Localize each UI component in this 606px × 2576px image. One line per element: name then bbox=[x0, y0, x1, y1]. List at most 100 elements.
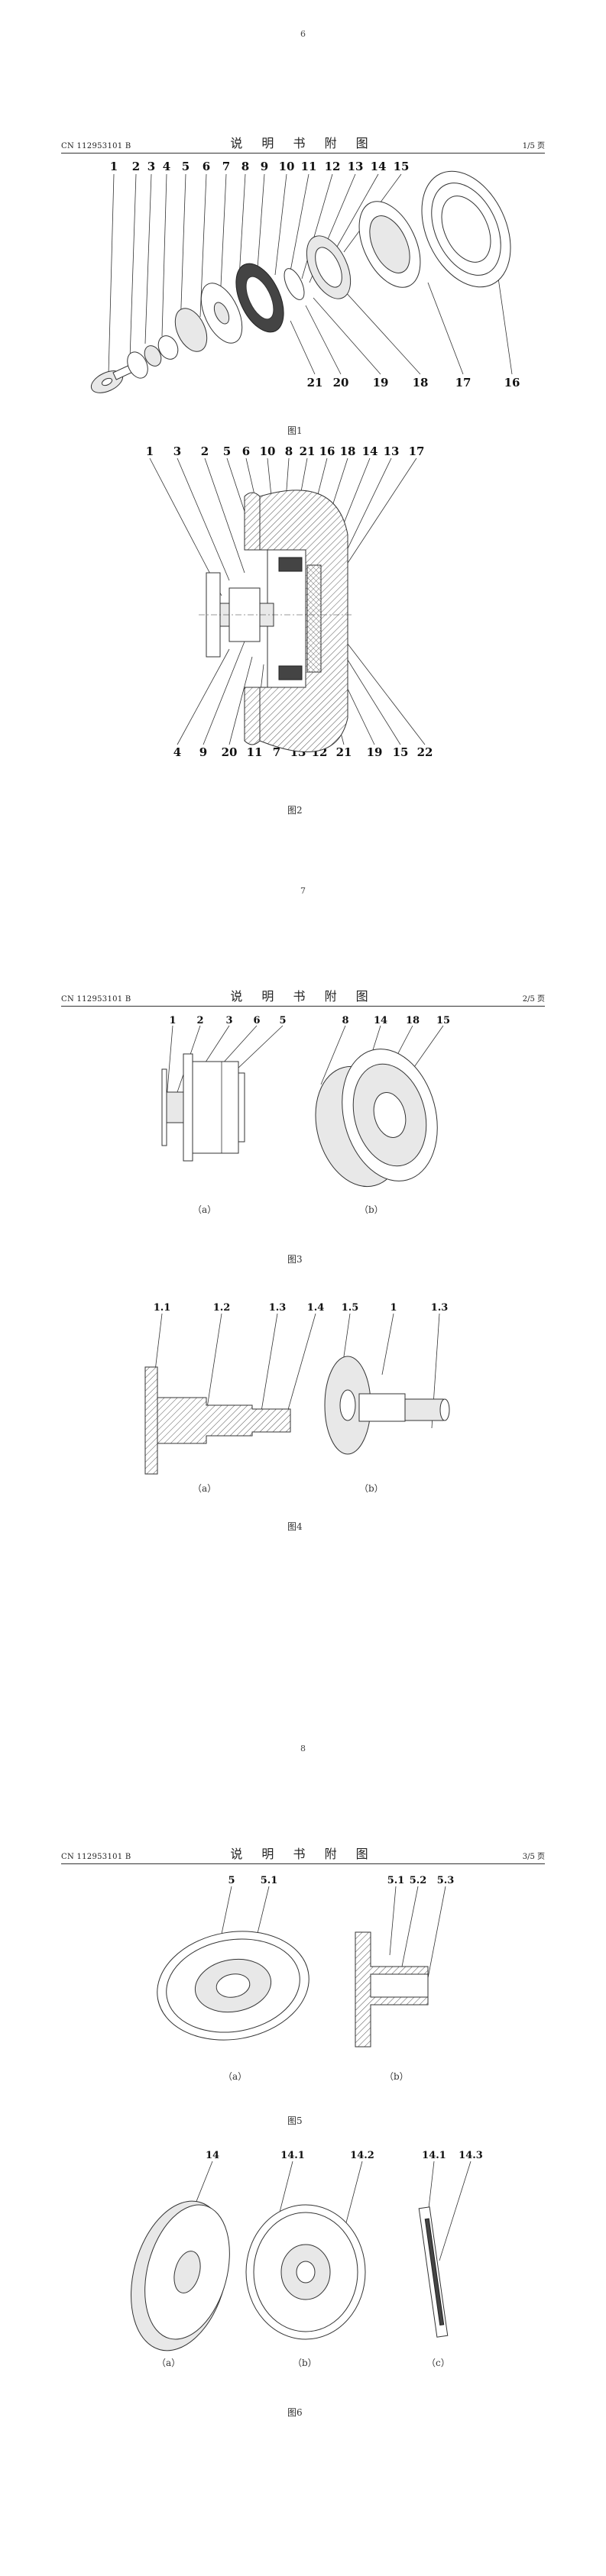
header-title: 说 明 书 附 图 bbox=[230, 989, 376, 1004]
callout-label: 2 bbox=[201, 444, 209, 458]
callout-label: 7 bbox=[273, 745, 280, 759]
callout-label: 1 bbox=[390, 1302, 397, 1314]
callout-label: 14 bbox=[206, 2150, 219, 2161]
callout-label: 14 bbox=[371, 160, 387, 173]
header-title: 说 明 书 附 图 bbox=[230, 136, 376, 150]
callout-label: 2 bbox=[196, 1015, 203, 1026]
fig6-sub-a: （a） bbox=[157, 2358, 181, 2368]
callout-label: 17 bbox=[409, 444, 425, 458]
page-number: 7 bbox=[300, 886, 306, 896]
page-header: CN 112953101 B 说 明 书 附 图 2/5 页 bbox=[61, 989, 545, 1007]
callout-label: 12 bbox=[325, 160, 341, 173]
callout-label: 5.2 bbox=[410, 1875, 427, 1886]
callout-label: 1.3 bbox=[431, 1302, 449, 1314]
figure-5-caption: 图5 bbox=[287, 2115, 303, 2126]
callout-label: 14 bbox=[374, 1015, 387, 1026]
fig3-sub-b: （b） bbox=[359, 1204, 384, 1215]
callout-label: 13 bbox=[384, 444, 400, 458]
callout-label: 16 bbox=[504, 376, 520, 389]
page-header: CN 112953101 B 说 明 书 附 图 3/5 页 bbox=[61, 1847, 545, 1864]
callout-label: 6 bbox=[253, 1015, 260, 1026]
callout-label: 11 bbox=[247, 745, 263, 759]
figure-4-caption: 图4 bbox=[287, 1521, 303, 1532]
callout-label: 10 bbox=[260, 444, 276, 458]
callout-label: 4 bbox=[163, 160, 170, 173]
callout-label: 18 bbox=[413, 376, 429, 389]
callout-label: 11 bbox=[301, 160, 317, 173]
callout-label: 16 bbox=[319, 444, 335, 458]
callout-label: 14 bbox=[362, 444, 378, 458]
callout-label: 1 bbox=[146, 444, 154, 458]
header-title: 说 明 书 附 图 bbox=[230, 1847, 376, 1861]
callout-label: 5 bbox=[223, 444, 231, 458]
publication-number: CN 112953101 B bbox=[61, 1853, 131, 1861]
callout-label: 14.2 bbox=[350, 2150, 374, 2161]
page-number: 6 bbox=[300, 29, 306, 39]
fig4-sub-a: （a） bbox=[193, 1483, 217, 1494]
callout-label: 6 bbox=[242, 444, 250, 458]
figure-1-caption: 图1 bbox=[287, 425, 303, 436]
callout-label: 3 bbox=[225, 1015, 232, 1026]
callout-label: 20 bbox=[222, 745, 238, 759]
callout-label: 7 bbox=[222, 160, 230, 173]
callout-label: 14.3 bbox=[459, 2150, 483, 2161]
callout-label: 5 bbox=[182, 160, 190, 173]
sheet-number: 1/5 页 bbox=[522, 142, 545, 150]
fig5-sub-a: （a） bbox=[223, 2071, 248, 2082]
callout-label: 14.1 bbox=[280, 2150, 305, 2161]
callout-label: 6 bbox=[203, 160, 210, 173]
figure-3-caption: 图3 bbox=[287, 1254, 303, 1265]
callout-label: 20 bbox=[333, 376, 349, 389]
fig6-sub-b: （b） bbox=[293, 2358, 317, 2368]
fig5-sub-b: （b） bbox=[384, 2071, 409, 2082]
figure-4: 1.1 1.2 1.3 1.4 1.5 1 1.3 bbox=[144, 1302, 450, 1475]
callout-label: 21 bbox=[300, 444, 316, 458]
callout-label: 17 bbox=[455, 376, 472, 389]
callout-label: 1 bbox=[110, 160, 118, 173]
fig4a-labels: 1.1 1.2 1.3 1.4 bbox=[154, 1302, 325, 1314]
callout-label: 21 bbox=[307, 376, 323, 389]
callout-label: 9 bbox=[261, 160, 268, 173]
callout-label: 5.3 bbox=[437, 1875, 455, 1886]
callout-label: 1.4 bbox=[307, 1302, 325, 1314]
callout-label: 1.5 bbox=[342, 1302, 359, 1314]
fig6a-labels: 14 bbox=[206, 2150, 219, 2161]
callout-label: 1 bbox=[169, 1015, 176, 1026]
callout-label: 3 bbox=[173, 444, 181, 458]
callout-label: 15 bbox=[436, 1015, 450, 1026]
callout-label: 18 bbox=[340, 444, 356, 458]
callout-label: 5.1 bbox=[261, 1875, 278, 1886]
callout-label: 1.3 bbox=[269, 1302, 287, 1314]
callout-label: 9 bbox=[199, 745, 207, 759]
callout-label: 5 bbox=[279, 1015, 286, 1026]
fig6c-labels: 14.1 14.3 bbox=[422, 2150, 483, 2161]
callout-label: 19 bbox=[373, 376, 389, 389]
callout-label: 13 bbox=[348, 160, 364, 173]
callout-label: 8 bbox=[241, 160, 249, 173]
callout-label: 14.1 bbox=[422, 2150, 446, 2161]
page-number: 8 bbox=[300, 1744, 306, 1753]
fig4-sub-b: （b） bbox=[359, 1483, 384, 1494]
callout-label: 22 bbox=[417, 745, 433, 759]
sheet-number: 2/5 页 bbox=[522, 995, 545, 1004]
callout-label: 3 bbox=[147, 160, 155, 173]
fig1-bottom-labels: 21 20 19 18 17 16 bbox=[307, 376, 520, 389]
fig3-sub-a: （a） bbox=[193, 1204, 217, 1215]
callout-label: 8 bbox=[342, 1015, 348, 1026]
callout-label: 1.1 bbox=[154, 1302, 171, 1314]
callout-label: 2 bbox=[132, 160, 140, 173]
callout-label: 1.2 bbox=[213, 1302, 231, 1314]
page-header: CN 112953101 B 说 明 书 附 图 1/5 页 bbox=[61, 136, 545, 154]
callout-label: 19 bbox=[367, 745, 383, 759]
callout-label: 5 bbox=[228, 1875, 235, 1886]
fig3a-labels: 1 2 3 6 5 bbox=[169, 1015, 286, 1026]
callout-label: 8 bbox=[285, 444, 293, 458]
